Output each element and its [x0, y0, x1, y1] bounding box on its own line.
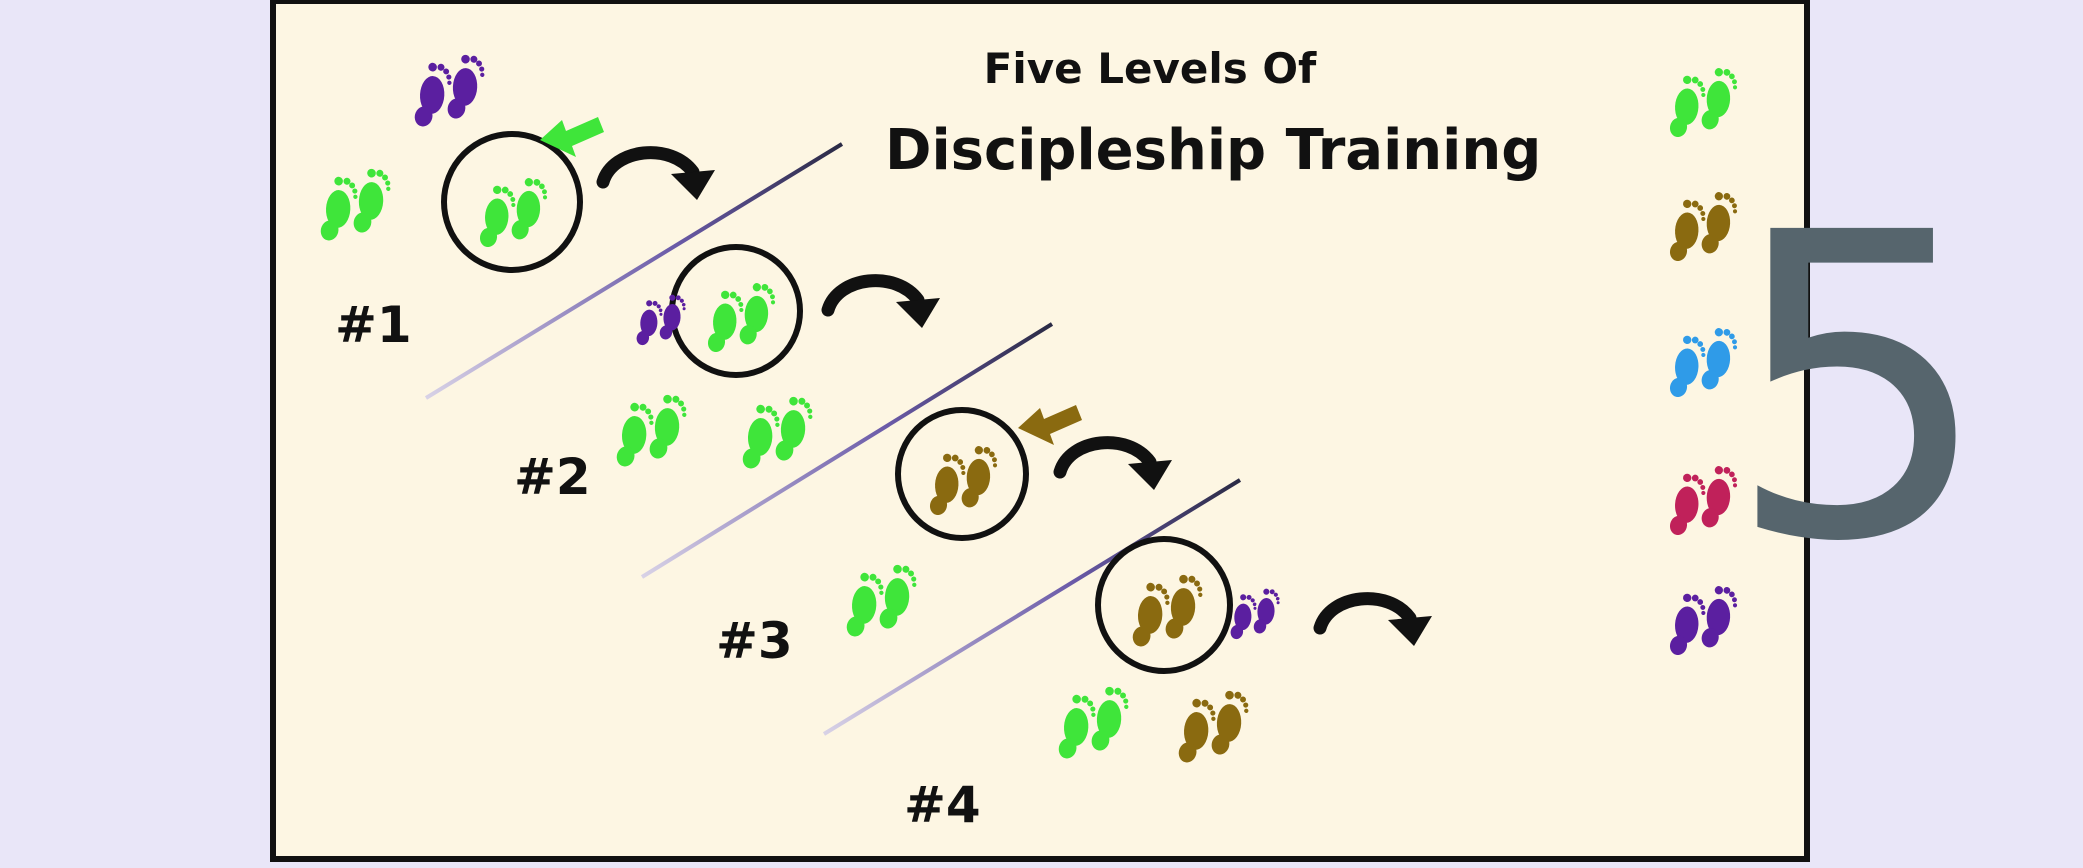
level-label-1: #1 [335, 296, 412, 354]
title-line-1: Five Levels Of [983, 44, 1317, 93]
circle-highlight [441, 131, 583, 273]
separator-line [640, 322, 1054, 579]
level-label-2: #2 [514, 448, 591, 506]
level-label-4: #4 [904, 776, 981, 834]
circle-highlight [1095, 536, 1233, 674]
footprints-icon [473, 167, 552, 259]
footprints-icon [840, 553, 921, 649]
title-line-2: Discipleship Training [885, 118, 1542, 183]
curved-arrow-icon [603, 153, 715, 200]
footprints-icon [736, 385, 817, 481]
footprints-icon [610, 383, 691, 479]
footprints-icon [701, 272, 780, 364]
pointer-arrow-icon [540, 117, 604, 157]
pointer-arrow-icon [1018, 405, 1082, 445]
footprints-icon [314, 157, 395, 253]
footprints-icon [408, 43, 489, 139]
footprints-icon [1663, 57, 1742, 149]
footprints-icon [1172, 679, 1253, 775]
footprints-icon [1052, 675, 1133, 771]
separator-line [822, 478, 1242, 736]
curved-arrow-icon [828, 281, 940, 328]
footprints-icon [923, 435, 1002, 527]
separator-line [424, 142, 844, 400]
circle-highlight [895, 407, 1029, 541]
footprints-icon [1226, 580, 1283, 648]
curved-arrow-icon [1320, 599, 1432, 646]
circle-highlight [669, 244, 803, 378]
level-label-3: #3 [716, 612, 793, 670]
big-number: 5 [1725, 145, 1993, 634]
curved-arrow-icon [1060, 443, 1172, 490]
footprints-icon [1126, 563, 1207, 659]
